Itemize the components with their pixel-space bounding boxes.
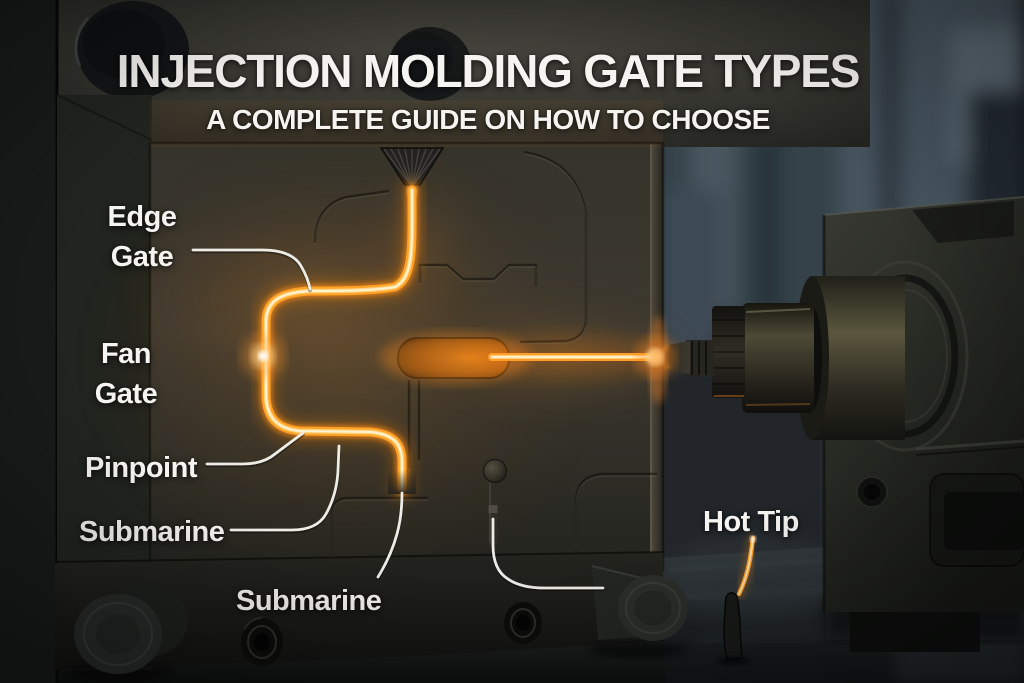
page-subtitle: A COMPLETE GUIDE ON HOW TO CHOOSE <box>206 104 770 135</box>
label-hot-tip: Hot Tip <box>703 506 799 538</box>
bolt-hole <box>241 617 283 666</box>
label-submarine-left: Submarine <box>79 516 225 548</box>
leader-submarine-left <box>229 444 341 532</box>
leader-submarine-bottom <box>376 491 404 579</box>
leader-edge-gate <box>191 248 312 291</box>
fan-gate-flash <box>176 334 285 378</box>
guide-pin-top-left <box>74 1 189 99</box>
nozzle-barrel <box>652 276 905 440</box>
page-title: INJECTION MOLDING GATE TYPES <box>116 45 861 97</box>
leader-lines <box>191 248 605 592</box>
label-submarine-bottom: Submarine <box>236 585 382 617</box>
guide-pin-bottom-right <box>588 565 688 658</box>
engraved-grooves <box>313 150 657 558</box>
runner-channel <box>253 177 426 502</box>
leader-pinpoint <box>205 431 305 466</box>
bolt-hole <box>504 602 542 644</box>
injection-unit <box>652 196 1024 652</box>
label-edge-gate: Edge Gate <box>107 201 177 273</box>
label-pinpoint: Pinpoint <box>85 452 197 484</box>
submarine-pin <box>482 458 508 545</box>
leader-submarine-pin <box>491 517 605 590</box>
mold-left-edge-panel <box>0 0 57 683</box>
hot-tip-drop <box>717 533 758 666</box>
guide-pin-bottom-left <box>68 583 188 681</box>
guide-pin-top-center <box>389 27 471 101</box>
label-fan-gate: Fan Gate <box>94 338 158 410</box>
melt-stream <box>468 316 678 404</box>
